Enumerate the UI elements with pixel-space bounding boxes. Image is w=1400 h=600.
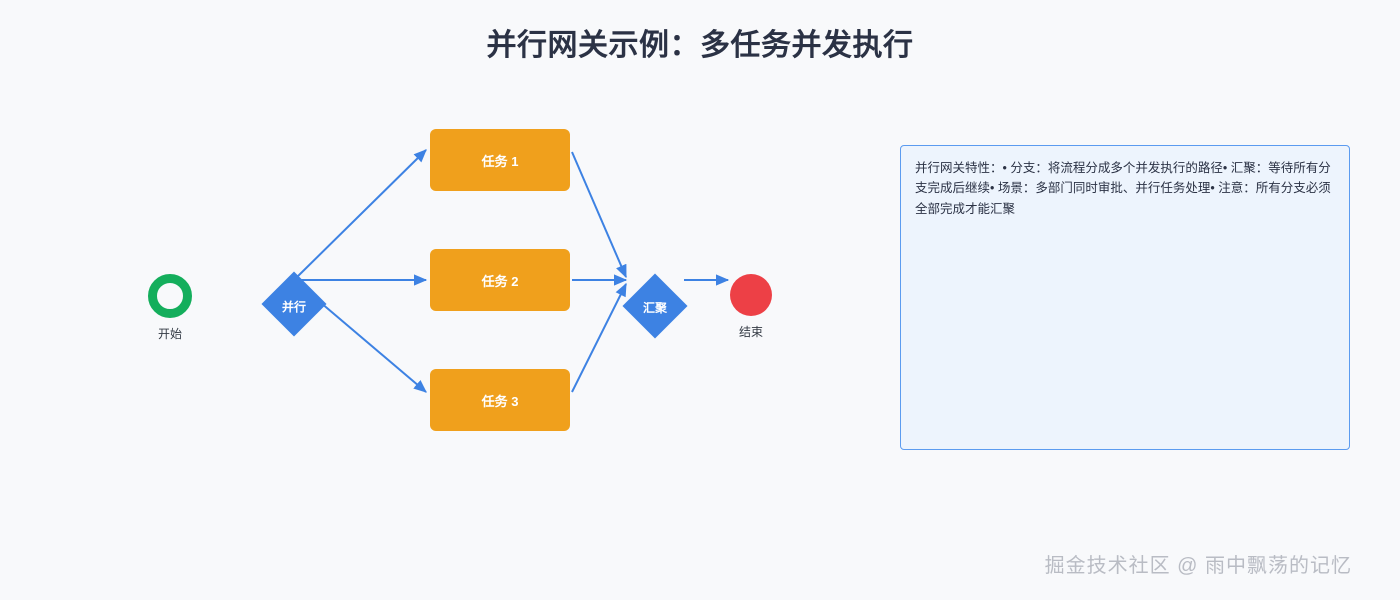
watermark: 掘金技术社区 @ 雨中飘荡的记忆 (1044, 555, 1352, 577)
node-end[interactable]: 结束 (730, 274, 772, 340)
node-end-label: 结束 (738, 325, 763, 339)
node-task-3[interactable]: 任务 3 (430, 369, 570, 431)
node-task-1-label: 任务 1 (481, 153, 519, 169)
node-split-gateway-label: 并行 (281, 300, 306, 314)
node-task-3-label: 任务 3 (481, 393, 519, 409)
start-event-icon (148, 274, 192, 318)
info-panel-text: 并行网关特性：• 分支：将流程分成多个并发执行的路径• 汇聚：等待所有分支完成后… (915, 161, 1331, 216)
page-title: 并行网关示例：多任务并发执行 (486, 29, 914, 62)
edge-task1-to-join (571, 151, 627, 279)
node-task-2-label: 任务 2 (481, 273, 519, 289)
info-panel: 并行网关特性：• 分支：将流程分成多个并发执行的路径• 汇聚：等待所有分支完成后… (900, 145, 1350, 450)
node-start-label: 开始 (157, 327, 182, 341)
node-start[interactable]: 开始 (148, 274, 192, 342)
end-event-icon (730, 274, 772, 316)
edge-split-to-task1 (293, 149, 427, 281)
node-task-1[interactable]: 任务 1 (430, 129, 570, 191)
node-join-gateway-label: 汇聚 (642, 301, 667, 315)
edge-task3-to-join (571, 282, 627, 393)
node-task-2[interactable]: 任务 2 (430, 249, 570, 311)
